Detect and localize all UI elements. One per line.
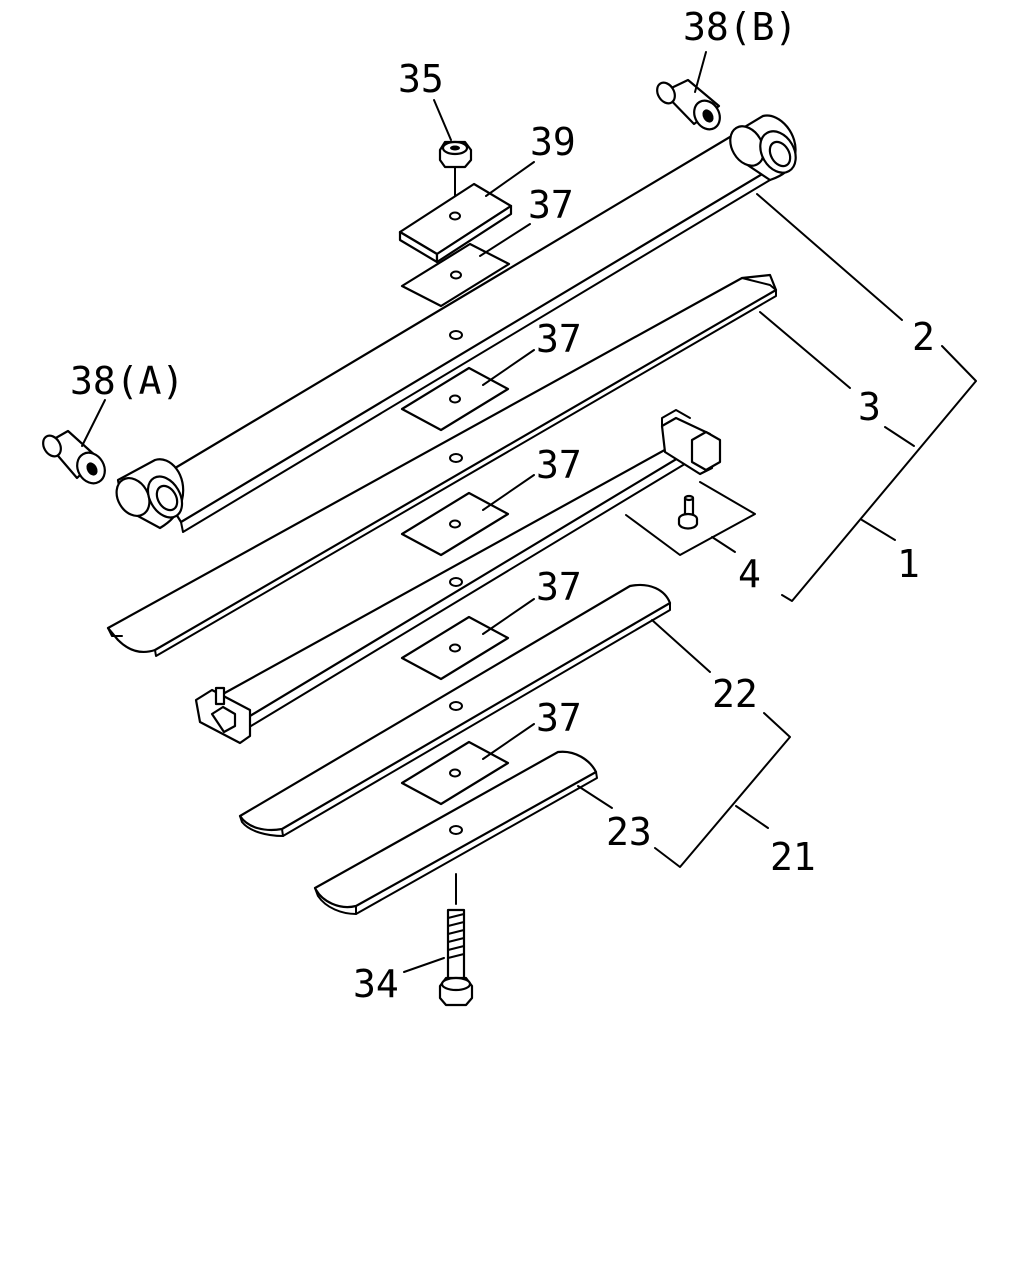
bushing-a [42,429,106,485]
label-3: 3 [858,385,881,429]
label-37-fourth: 37 [536,565,582,609]
callout-labels: 38(B) 35 39 37 38(A) 37 37 37 37 2 3 1 4… [70,5,935,1006]
nut [438,140,473,213]
label-39: 39 [530,120,576,164]
pad-3 [400,491,510,557]
label-37-top: 37 [528,183,574,227]
leaf-clipped [194,409,722,745]
label-1: 1 [897,542,920,586]
pad-5 [400,740,510,806]
label-35: 35 [398,57,444,101]
label-23: 23 [606,810,652,854]
leaf-second [106,273,778,657]
center-bolt [438,873,474,1007]
label-38b: 38(B) [683,5,797,49]
plate [398,182,513,264]
leaf-main [115,114,797,533]
label-21: 21 [770,835,816,879]
label-4: 4 [738,552,761,596]
label-38a: 38(A) [70,359,184,403]
label-37-second: 37 [536,317,582,361]
leaf-23 [313,750,598,915]
pad-2 [400,366,510,432]
label-37-third: 37 [536,443,582,487]
pad-top [400,242,511,308]
label-2: 2 [912,315,935,359]
leader-lines [81,51,977,973]
label-37-fifth: 37 [536,696,582,740]
leaf-22 [238,583,672,837]
clip-bolt [677,494,699,530]
label-22: 22 [712,672,758,716]
bushing-b [656,78,721,131]
pad-4 [400,615,510,681]
label-34: 34 [353,962,399,1006]
